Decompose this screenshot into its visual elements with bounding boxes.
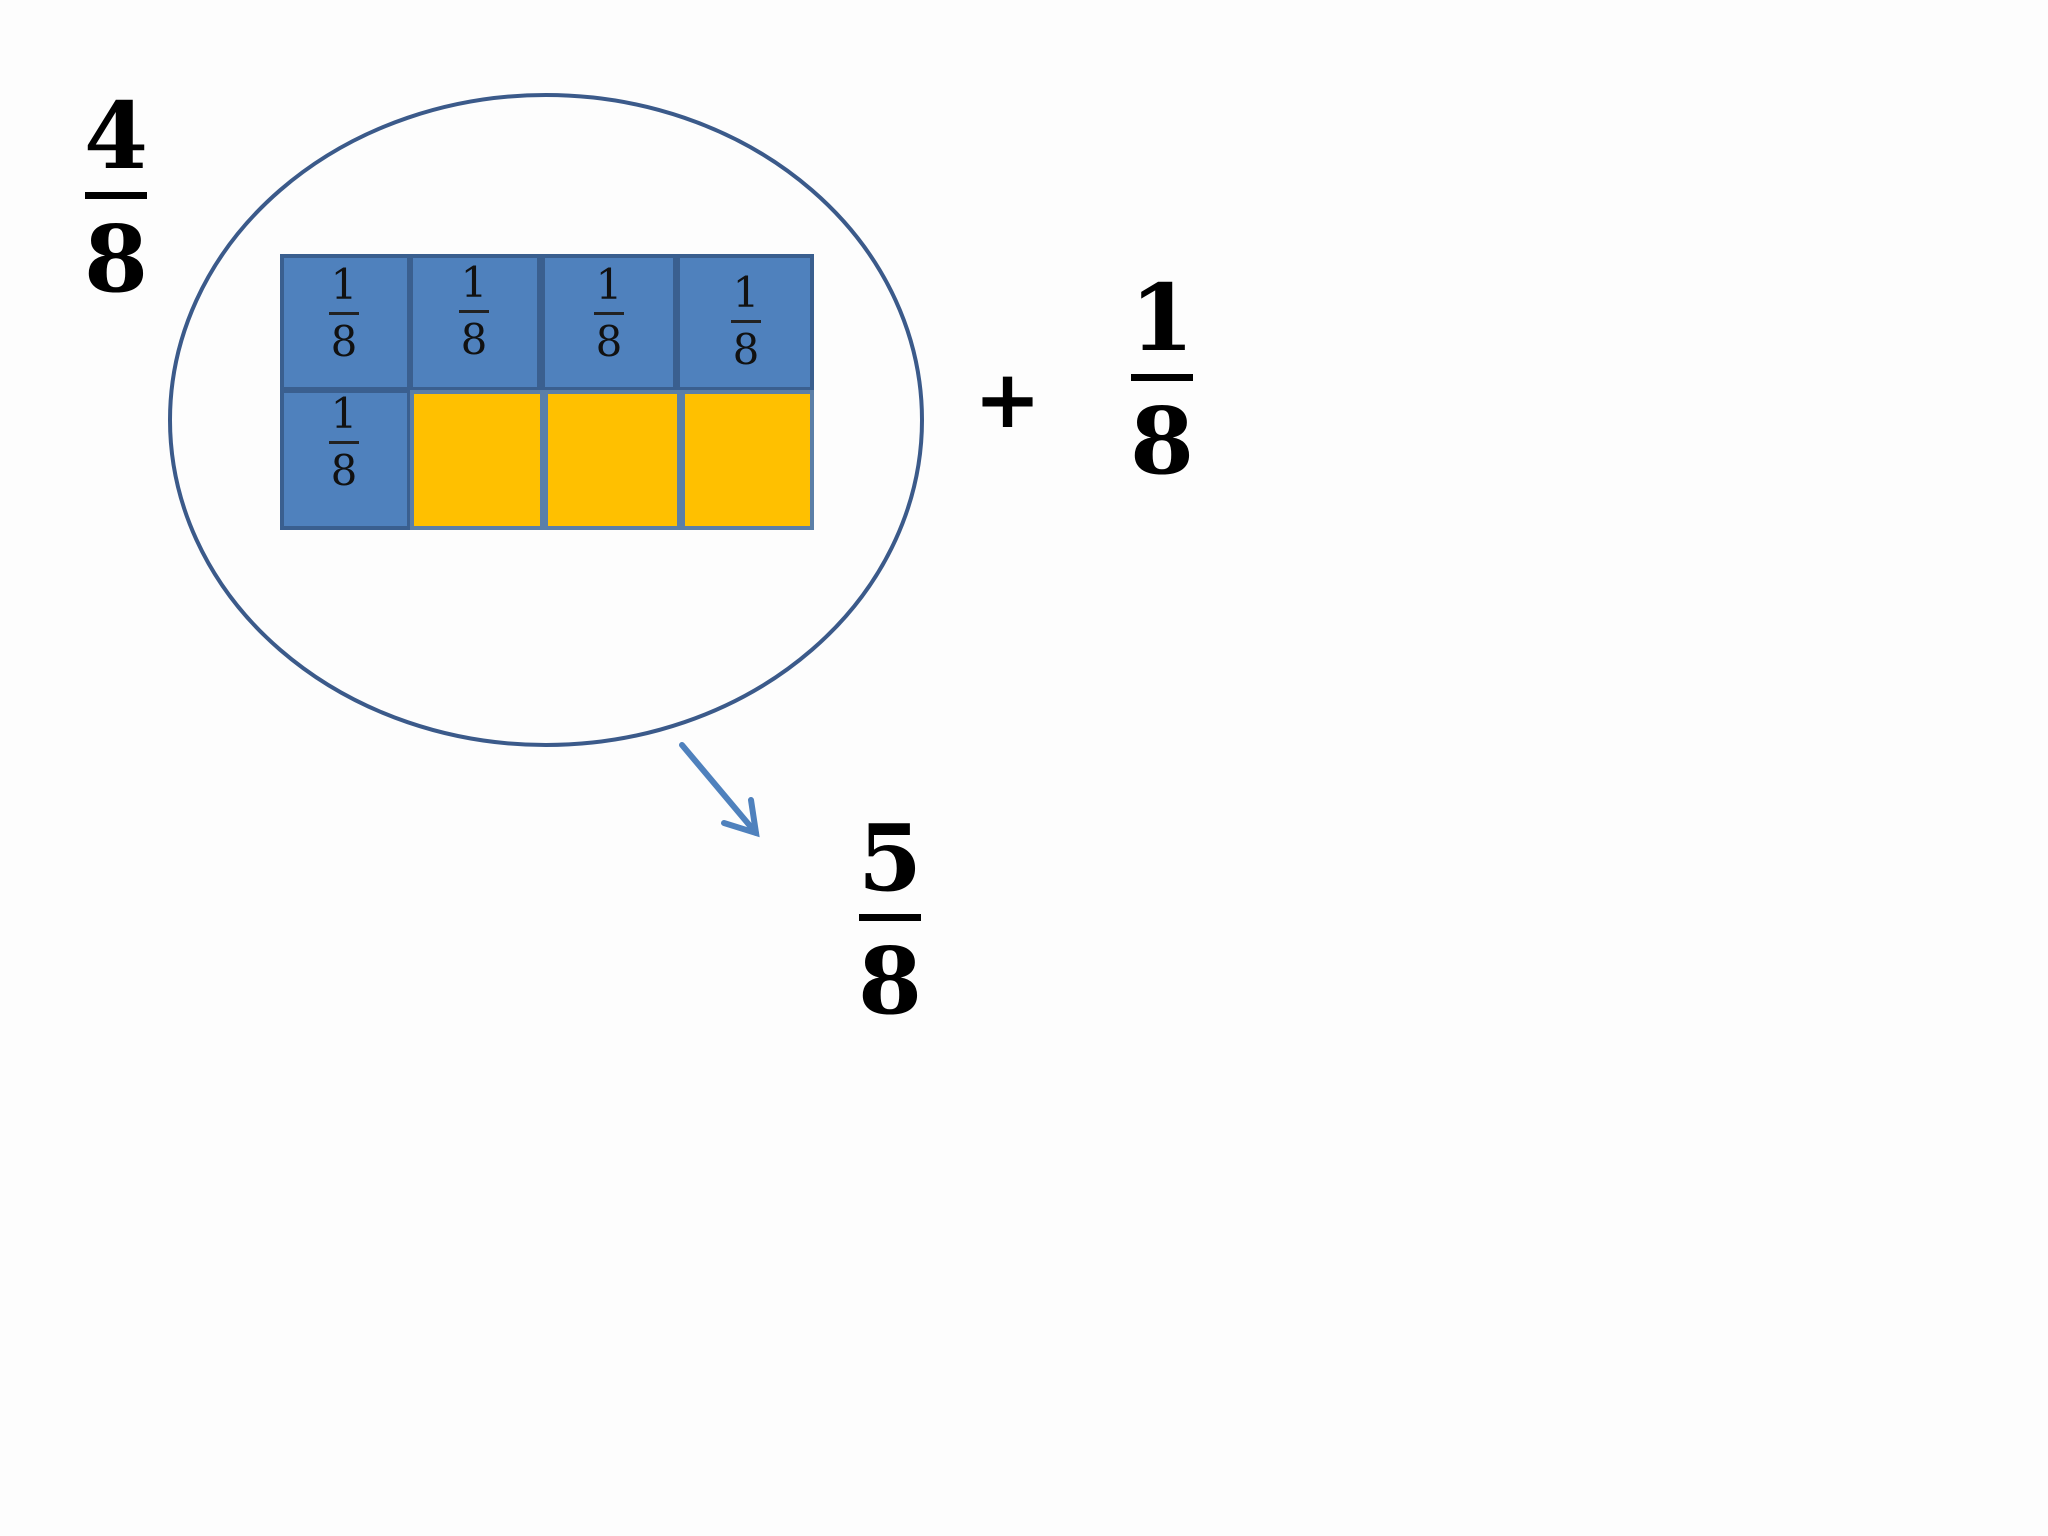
cell-label-bar — [594, 312, 624, 315]
fraction-bar — [85, 192, 147, 199]
cell-label: 1 8 — [731, 272, 761, 371]
cell-label: 1 8 — [594, 264, 624, 363]
cell-label-bar — [329, 312, 359, 315]
cell-label: 1 8 — [329, 264, 359, 363]
cell-label-denominator: 8 — [460, 315, 488, 364]
grid-cell-empty — [410, 390, 544, 530]
fraction-bar — [859, 914, 921, 921]
fraction-numerator: 4 — [84, 82, 149, 190]
grid-cell-empty — [544, 390, 681, 530]
result-arrow — [679, 742, 760, 838]
cell-label-numerator: 1 — [330, 260, 358, 309]
fraction-denominator: 8 — [1130, 387, 1195, 495]
grouping-ellipse — [168, 93, 924, 747]
fraction-denominator: 8 — [858, 927, 923, 1035]
cell-label-bar — [731, 320, 761, 323]
fraction-bar — [1131, 374, 1193, 381]
cell-label-denominator: 8 — [732, 325, 760, 374]
cell-label: 1 8 — [459, 262, 489, 361]
plus-operator: + — [974, 353, 1042, 446]
fraction-numerator: 5 — [858, 804, 923, 912]
cell-label-denominator: 8 — [595, 317, 623, 366]
grid-cell-shaded — [541, 254, 677, 391]
cell-label: 1 8 — [329, 393, 359, 492]
fraction-denominator: 8 — [84, 205, 149, 313]
grid-cell-shaded — [280, 389, 411, 530]
cell-label-numerator: 1 — [732, 268, 760, 317]
fraction-four-eighths: 4 8 — [84, 90, 148, 305]
cell-label-numerator: 1 — [595, 260, 623, 309]
fraction-numerator: 1 — [1130, 264, 1195, 372]
fraction-one-eighth: 1 8 — [1130, 272, 1194, 487]
cell-label-bar — [329, 441, 359, 444]
cell-label-bar — [459, 310, 489, 313]
cell-label-numerator: 1 — [330, 389, 358, 438]
fraction-five-eighths: 5 8 — [858, 812, 922, 1027]
cell-label-denominator: 8 — [330, 446, 358, 495]
grid-cell-shaded — [409, 254, 541, 391]
cell-label-numerator: 1 — [460, 258, 488, 307]
cell-label-denominator: 8 — [330, 317, 358, 366]
grid-cell-empty — [681, 390, 814, 530]
